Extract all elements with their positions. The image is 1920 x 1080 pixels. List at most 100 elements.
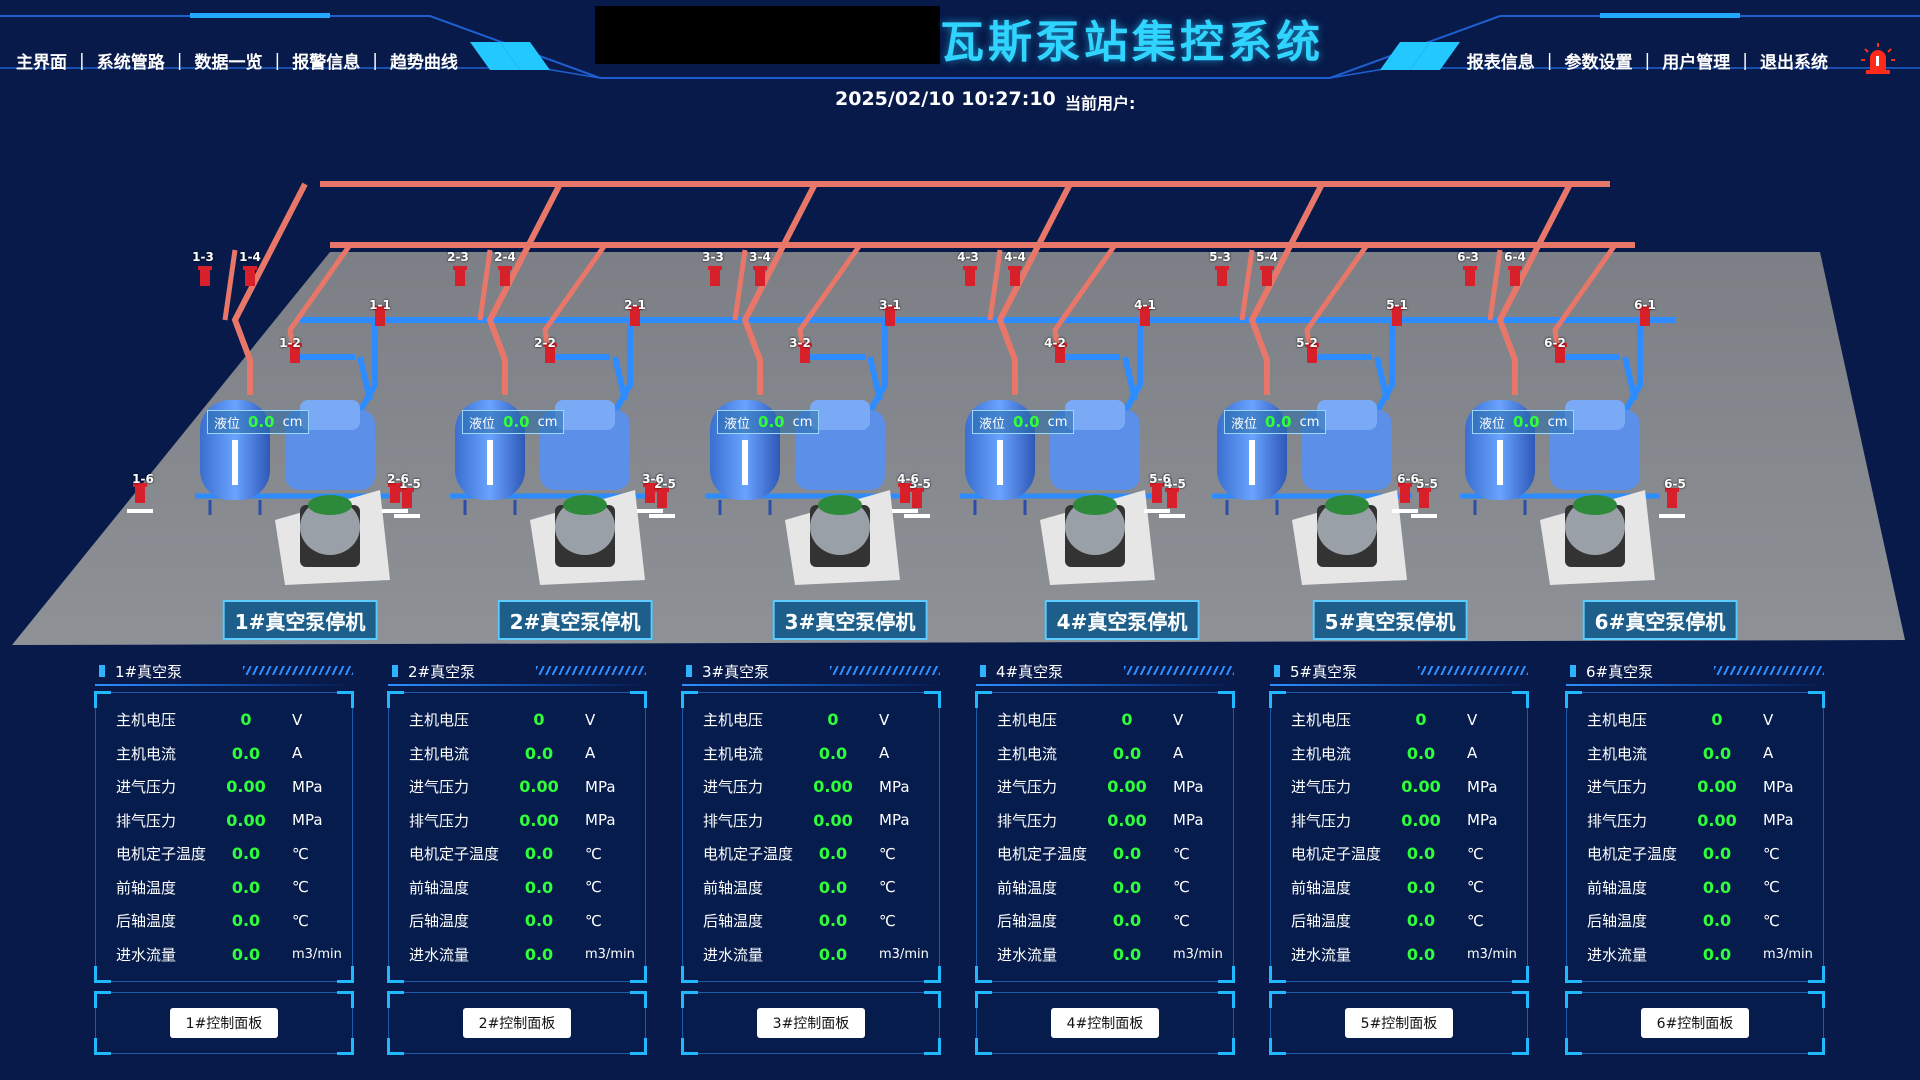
metric-unit: m3/min xyxy=(1467,946,1517,962)
valve-icon[interactable] xyxy=(1008,266,1022,286)
control-panel-button[interactable]: 5#控制面板 xyxy=(1344,1008,1454,1038)
data-row: 主机电流 0.0 A xyxy=(1271,737,1527,771)
nav-report-info[interactable]: 报表信息 xyxy=(1466,53,1535,73)
valve-icon[interactable] xyxy=(708,266,722,286)
valve-icon[interactable] xyxy=(1144,483,1170,513)
alarm-light-icon[interactable] xyxy=(1860,42,1896,76)
valve-icon[interactable] xyxy=(453,266,467,286)
nav-alarm-info[interactable]: 报警信息 xyxy=(292,53,361,73)
valve-icon[interactable] xyxy=(1392,483,1418,513)
nav-parameter-settings[interactable]: 参数设置 xyxy=(1564,53,1633,73)
valve-icon[interactable] xyxy=(904,488,930,518)
data-row: 进气压力 0.00 MPa xyxy=(1567,770,1823,804)
metric-label: 前轴温度 xyxy=(116,878,177,897)
metric-label: 主机电压 xyxy=(409,711,470,730)
data-row: 后轴温度 0.0 ℃ xyxy=(1271,904,1527,938)
data-row: 前轴温度 0.0 ℃ xyxy=(389,871,645,905)
valve-icon[interactable] xyxy=(1659,488,1685,518)
datetime-display: 2025/02/10 10:27:10 xyxy=(835,88,1056,110)
metric-label: 前轴温度 xyxy=(1291,878,1352,897)
valve-icon[interactable] xyxy=(394,488,420,518)
valve-icon[interactable] xyxy=(1390,306,1404,326)
valve-label: 4-2 xyxy=(1044,336,1066,350)
metric-label: 进水流量 xyxy=(1291,945,1352,964)
liquid-level-value: 0.0 xyxy=(758,413,785,431)
valve-icon[interactable] xyxy=(963,266,977,286)
panel-control-box: 5#控制面板 xyxy=(1269,991,1529,1055)
metric-label: 主机电流 xyxy=(703,744,764,763)
nav-user-management[interactable]: 用户管理 xyxy=(1662,53,1731,73)
liquid-level-box: 液位 0.0 cm xyxy=(717,410,820,434)
valve-icon[interactable] xyxy=(798,343,812,363)
valve-label: 5-1 xyxy=(1386,298,1408,312)
valve-icon[interactable] xyxy=(1053,343,1067,363)
vacuum-pump xyxy=(785,400,900,585)
valve-icon[interactable] xyxy=(543,343,557,363)
valve-icon[interactable] xyxy=(649,488,675,518)
valve-icon[interactable] xyxy=(243,266,257,286)
metric-unit: V xyxy=(585,710,596,729)
valve-icon[interactable] xyxy=(1138,306,1152,326)
liquid-level-label: 液位 xyxy=(469,416,496,432)
data-row: 排气压力 0.00 MPa xyxy=(1567,804,1823,838)
valve-icon[interactable] xyxy=(892,483,918,513)
liquid-level-unit: cm xyxy=(282,414,303,430)
valve-icon[interactable] xyxy=(753,266,767,286)
metric-unit: ℃ xyxy=(1763,911,1780,930)
valve-icon[interactable] xyxy=(288,343,302,363)
nav-main[interactable]: 主界面 xyxy=(16,53,67,73)
metric-unit: ℃ xyxy=(1763,878,1780,897)
data-row: 主机电流 0.0 A xyxy=(683,737,939,771)
valve-icon[interactable] xyxy=(1260,266,1274,286)
control-panel-button[interactable]: 6#控制面板 xyxy=(1640,1008,1750,1038)
valve-icon[interactable] xyxy=(373,306,387,326)
metric-label: 主机电流 xyxy=(997,744,1058,763)
control-panel-button[interactable]: 4#控制面板 xyxy=(1050,1008,1160,1038)
valve-icon[interactable] xyxy=(498,266,512,286)
control-panel-button[interactable]: 3#控制面板 xyxy=(756,1008,866,1038)
nav-exit-system[interactable]: 退出系统 xyxy=(1760,53,1828,73)
valve-icon[interactable] xyxy=(1463,266,1477,286)
metric-unit: ℃ xyxy=(292,878,309,897)
metric-unit: m3/min xyxy=(585,946,635,962)
pump-panel: 3#真空泵 主机电压 0 V 主机电流 0.0 A 进气压力 0.00 MPa … xyxy=(681,660,941,1055)
valve-icon[interactable] xyxy=(127,483,153,513)
data-row: 前轴温度 0.0 ℃ xyxy=(1567,871,1823,905)
metric-unit: MPa xyxy=(292,811,323,830)
nav-data-overview[interactable]: 数据一览 xyxy=(194,53,263,73)
metric-unit: ℃ xyxy=(1173,844,1190,863)
data-row: 主机电流 0.0 A xyxy=(389,737,645,771)
valve-label: 2-4 xyxy=(494,250,516,264)
data-row: 后轴温度 0.0 ℃ xyxy=(96,904,352,938)
panel-data-box: 主机电压 0 V 主机电流 0.0 A 进气压力 0.00 MPa 排气压力 0… xyxy=(1269,691,1529,983)
valve-icon[interactable] xyxy=(1508,266,1522,286)
valve-label: 1-5 xyxy=(399,477,421,491)
pump-panel: 5#真空泵 主机电压 0 V 主机电流 0.0 A 进气压力 0.00 MPa … xyxy=(1269,660,1529,1055)
valve-icon[interactable] xyxy=(1215,266,1229,286)
metric-value: 0.0 xyxy=(1112,844,1142,864)
control-panel-button[interactable]: 1#控制面板 xyxy=(169,1008,279,1038)
valve-label: 1-2 xyxy=(279,336,301,350)
valve-label: 6-6 xyxy=(1397,472,1419,486)
valve-icon[interactable] xyxy=(1553,343,1567,363)
valve-icon[interactable] xyxy=(1159,488,1185,518)
valve-icon[interactable] xyxy=(628,306,642,326)
valve-icon[interactable] xyxy=(198,266,212,286)
metric-value: 0.00 xyxy=(1401,777,1441,797)
valve-icon[interactable] xyxy=(1411,488,1437,518)
control-panel-button[interactable]: 2#控制面板 xyxy=(462,1008,572,1038)
metric-unit: A xyxy=(1763,744,1774,763)
nav-system-pipeline[interactable]: 系统管路 xyxy=(96,53,165,73)
metric-unit: A xyxy=(1173,744,1184,763)
valve-icon[interactable] xyxy=(883,306,897,326)
valve-icon[interactable] xyxy=(637,483,663,513)
nav-trend-curve[interactable]: 趋势曲线 xyxy=(389,53,458,73)
data-row: 电机定子温度 0.0 ℃ xyxy=(977,837,1233,871)
metric-unit: ℃ xyxy=(879,911,896,930)
data-row: 进水流量 0.0 m3/min xyxy=(96,938,352,972)
metric-value: 0.00 xyxy=(1107,777,1147,797)
valve-icon[interactable] xyxy=(382,483,408,513)
valve-icon[interactable] xyxy=(1305,343,1319,363)
metric-value: 0.0 xyxy=(1406,944,1436,964)
valve-icon[interactable] xyxy=(1638,306,1652,326)
